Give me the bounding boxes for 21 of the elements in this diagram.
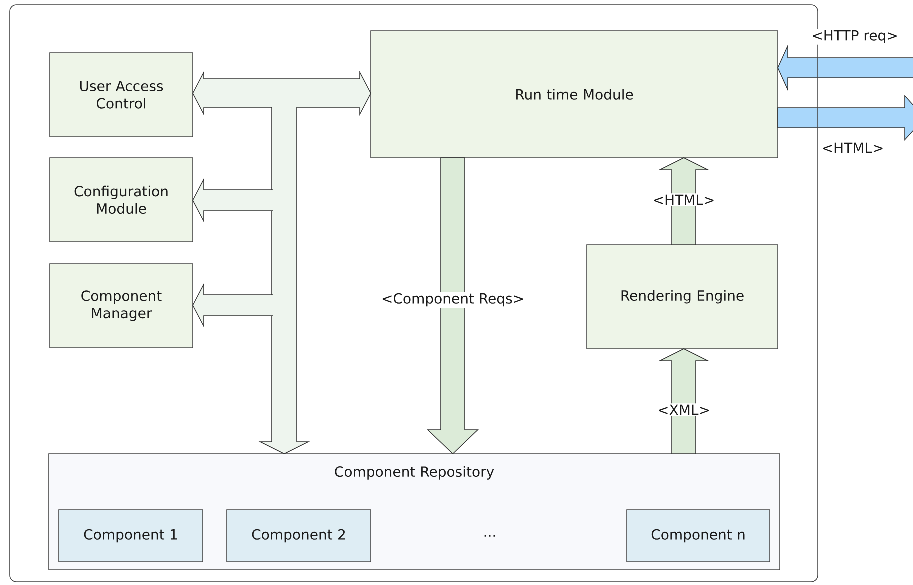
block-arrow [192,178,274,224]
edge-label: <Component Reqs> [380,292,526,308]
component-box: Component 2 [226,510,372,562]
block-arrow [778,94,913,142]
ellipsis: ... [484,535,496,537]
block-arrow [258,107,310,454]
module-box: User Access Control [50,52,194,138]
module-box: Component Manager [50,264,194,348]
block-arrow [778,44,913,92]
component-box: Component 1 [58,510,204,562]
edge-label: <HTTP req> [810,29,900,45]
block-arrow [192,70,372,116]
block-arrow [427,158,479,455]
edge-label: <XML> [656,404,712,416]
module-box: Run time Module [370,30,778,158]
module-box: Rendering Engine [586,244,778,350]
block-arrow [192,282,274,328]
edge-label: <HTML> [820,142,886,154]
component-box: Component n [626,510,770,562]
module-box: Configuration Module [50,158,194,242]
edge-label: <HTML> [651,194,717,206]
